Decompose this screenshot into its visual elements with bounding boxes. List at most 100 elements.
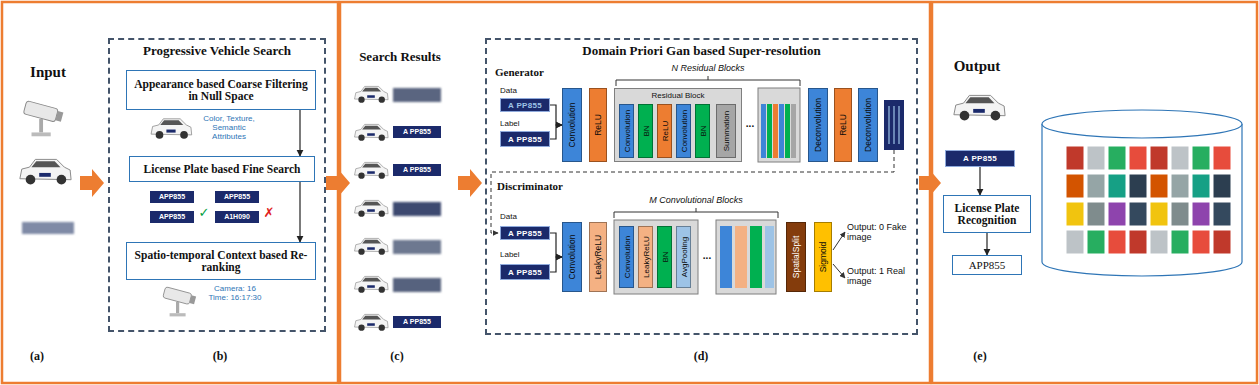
layer-block: BN bbox=[657, 226, 672, 288]
vehicle-thumbnail bbox=[1171, 174, 1189, 198]
node-text: SpatialSplit bbox=[791, 236, 801, 279]
network-graphics bbox=[889, 106, 899, 144]
search-result-thumbs bbox=[355, 86, 389, 102]
output-note: Output: 1 Real image bbox=[847, 266, 907, 287]
network-graphics bbox=[779, 104, 784, 158]
result-box: APP855 bbox=[952, 255, 1022, 275]
panel-tag: (d) bbox=[686, 350, 716, 364]
layer-block: LeakyReLU bbox=[589, 222, 607, 292]
process-box: Appearance based Coarse Filtering in Nul… bbox=[126, 70, 316, 110]
vehicle-thumbnail bbox=[1108, 146, 1126, 170]
input-icons bbox=[20, 159, 71, 184]
search-result-thumbs bbox=[393, 278, 441, 292]
vehicle-thumbnail bbox=[1087, 146, 1105, 170]
node-text: BN bbox=[641, 125, 650, 136]
node-text: Convolution bbox=[622, 236, 631, 278]
network-graphics bbox=[750, 226, 762, 288]
node-text: License Plate Recognition bbox=[948, 202, 1026, 226]
vehicle-thumbnail bbox=[1213, 146, 1231, 170]
layer-block: Deconvolution bbox=[858, 88, 878, 162]
vehicle-thumbnail bbox=[1171, 230, 1189, 254]
note: Color, Texture, Semantic Attributes bbox=[200, 114, 258, 142]
vehicle-thumbnail bbox=[1129, 202, 1147, 226]
ellipsis: ... bbox=[700, 250, 714, 262]
node-text: Spatio-temporal Context based Re-ranking bbox=[131, 249, 311, 273]
node-text: ReLU bbox=[593, 114, 603, 136]
connector-arrow bbox=[299, 182, 300, 242]
plate-text: APP855 bbox=[215, 191, 259, 203]
flow-arrow bbox=[458, 169, 482, 197]
vehicle-thumbnail bbox=[1213, 202, 1231, 226]
network-graphics bbox=[720, 226, 732, 288]
layer-block: ReLU bbox=[589, 88, 607, 162]
plate-text: A PP855 bbox=[393, 126, 441, 138]
node-text: Summation bbox=[722, 111, 731, 151]
panel-tag: (e) bbox=[965, 350, 995, 364]
vehicle-thumbnail bbox=[1087, 174, 1105, 198]
node-text: Residual Block bbox=[615, 91, 741, 100]
network-graphics bbox=[761, 104, 766, 158]
layer-block: Sigmoid bbox=[814, 222, 832, 292]
search-result-thumbs bbox=[355, 276, 389, 292]
input-icons bbox=[22, 222, 74, 234]
input-icons bbox=[163, 287, 197, 317]
network-graphics bbox=[791, 104, 796, 158]
layer-block: Convolution bbox=[562, 222, 582, 292]
node-text: Convolution bbox=[622, 110, 631, 152]
search-result-thumbs bbox=[355, 86, 441, 330]
plate-image: A PP855 bbox=[500, 226, 550, 240]
node-text: LeakyReLU bbox=[593, 235, 603, 279]
vehicle-thumbnail bbox=[1066, 174, 1084, 198]
connector-arrow bbox=[550, 125, 562, 139]
layer-block: BN bbox=[695, 104, 710, 158]
node-text: Convolution bbox=[567, 103, 577, 148]
input-name: Data bbox=[500, 86, 517, 95]
vehicle-thumbnail bbox=[1213, 230, 1231, 254]
vehicle-thumbnail bbox=[1192, 230, 1210, 254]
network-graphics bbox=[773, 104, 778, 158]
node-text: A PP855 bbox=[963, 154, 997, 163]
flow-arrow bbox=[80, 169, 104, 197]
connector-arrow bbox=[979, 167, 980, 195]
node-text: Appearance based Coarse Filtering in Nul… bbox=[131, 78, 311, 102]
flow-arrow bbox=[326, 169, 350, 197]
vehicle-thumbnail bbox=[1213, 174, 1231, 198]
output-graphics bbox=[954, 95, 1242, 276]
node-text: LeakyReLU bbox=[641, 236, 650, 278]
input-icons bbox=[151, 119, 192, 139]
search-result-thumbs bbox=[393, 202, 441, 216]
network-graphics bbox=[491, 150, 894, 233]
vehicle-thumbnail bbox=[1192, 146, 1210, 170]
layer-block: ReLU bbox=[834, 88, 852, 162]
node-text: BN bbox=[698, 125, 707, 136]
node-text: AvgPooling bbox=[679, 237, 688, 277]
panel-tag: (a) bbox=[22, 350, 52, 364]
plate-image: A PP855 bbox=[500, 131, 550, 147]
network-graphics bbox=[716, 220, 776, 294]
check-mark: ✓ bbox=[197, 206, 211, 221]
node-text: APP855 bbox=[969, 259, 1006, 271]
vehicle-thumbnail bbox=[1150, 174, 1168, 198]
vehicle-thumbnail bbox=[1150, 146, 1168, 170]
layer-block: Convolution bbox=[619, 226, 634, 288]
vehicle-database-grid bbox=[1066, 146, 1231, 254]
layer-block: Convolution bbox=[562, 88, 582, 162]
node-text: Domain Priori Gan based Super-resolution bbox=[487, 43, 916, 59]
vehicle-thumbnail bbox=[1066, 230, 1084, 254]
cross-mark: ✗ bbox=[262, 206, 276, 221]
node-text: Progressive Vehicle Search bbox=[110, 43, 324, 59]
node-text: A PP855 bbox=[508, 229, 542, 238]
network-graphics bbox=[767, 104, 772, 158]
node-text: A PP855 bbox=[508, 101, 542, 110]
node-text: Deconvolution bbox=[863, 98, 873, 152]
search-result-thumbs bbox=[393, 88, 441, 102]
plate-text: A PP855 bbox=[393, 164, 441, 176]
network-graphics bbox=[833, 232, 845, 250]
layer-block: LeakyReLU bbox=[638, 226, 653, 288]
connector-arrow bbox=[299, 110, 300, 156]
network-graphics bbox=[758, 88, 800, 162]
panel-tag: (b) bbox=[205, 350, 235, 364]
process-box: License Plate Recognition bbox=[943, 195, 1031, 233]
